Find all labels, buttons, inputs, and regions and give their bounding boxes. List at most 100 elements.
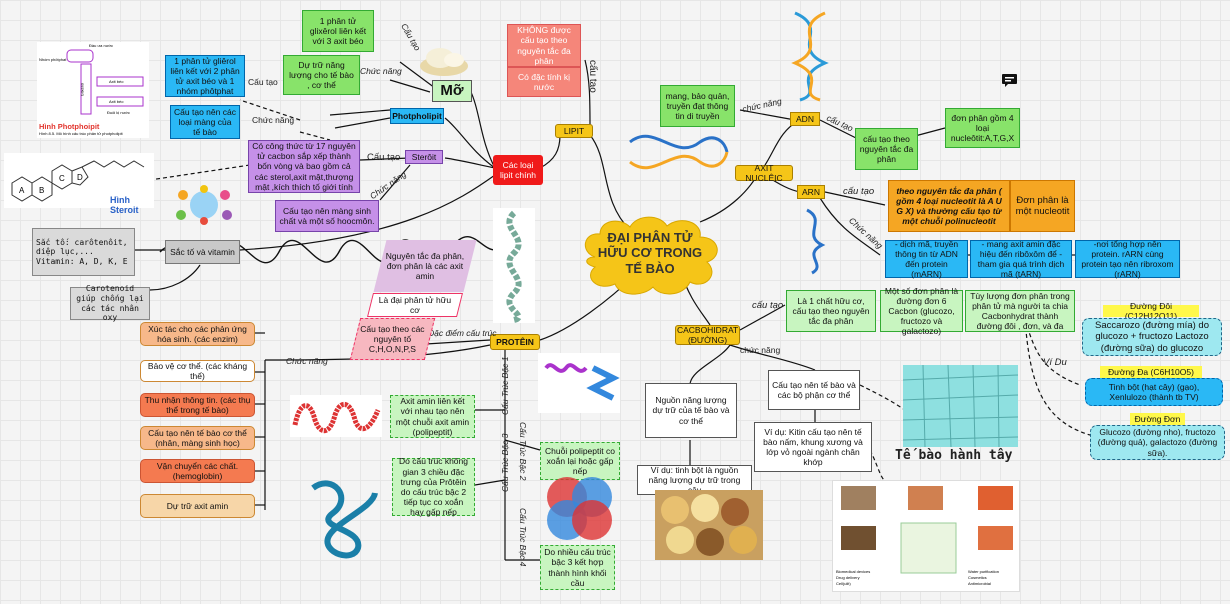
phl-lbl-5: Glixêrol	[79, 82, 85, 97]
protein-chuc-nang-lbl: Chức năng	[286, 356, 328, 366]
bac-2-image	[538, 353, 620, 413]
chitin-lbl-2: Cell(ulit)	[836, 581, 851, 586]
ring-b: B	[39, 186, 45, 195]
center-title: ĐẠI PHÂN TỬ HỮU CƠ TRONG TẾ BÀO	[597, 229, 703, 276]
chitin-lbl-0: Biomedical devices	[836, 569, 871, 574]
duong-don-title: Đường Đơn	[1130, 413, 1185, 425]
steroit-cau-tao-lbl: Cấu tạo	[367, 152, 401, 163]
sac-to-detail: Sắc tố: carôtenôit, diệp lục,... Vitamin…	[32, 228, 135, 276]
adn-don-phan: đơn phân gồm 4 loại nucleôtit:A,T,G,X	[945, 108, 1020, 148]
bac-3-box: Do cấu trúc không gian 3 chiều đặc trưng…	[392, 456, 475, 517]
photpholipit-cau-tao: 1 phân tử gliêrol liên kết với 2 phân tử…	[165, 55, 245, 97]
carotenoid-box: Carotenoid giúp chống lại các tác nhân o…	[70, 284, 150, 322]
protein-dac-diem-3: Cấu tạo theo các nguyên tố C,H,O,N,P,S	[349, 318, 436, 360]
photpholipit-chuc-nang-lbl: Chức năng	[252, 115, 295, 125]
ring-a: A	[19, 186, 25, 195]
protein-cn-5: Dự trữ axit amin	[140, 494, 255, 518]
steroit-cau-tao: Có công thức từ 17 nguyên tử cacbon sắp …	[248, 140, 360, 193]
vitamin-image	[173, 185, 235, 225]
comment-icon[interactable]	[1001, 73, 1018, 88]
chitin-image: Biomedical devices Drug delivery Cell(ul…	[832, 480, 1020, 592]
arn-image	[797, 205, 832, 275]
protein-cn-4: Vận chuyển các chất. (hemoglobin)	[140, 459, 255, 483]
arn-cn-2: -nơi tổng hợp nên protein. rARN cùng pro…	[1075, 239, 1180, 279]
lipit-node: LIPIT	[555, 124, 593, 138]
chitin-lbl-4: Cosmetics	[968, 575, 987, 580]
lipit-cac-loai: Các loại lipit chính	[493, 155, 543, 185]
adn-chuc-nang: mang, bảo quản, truyền đạt thông tin di …	[660, 85, 735, 127]
photpholipit-img-caption: Hình 8.5. Mô hình cấu trúc phân tử photp…	[39, 131, 123, 136]
onion-cell-label: Tế bào hành tây	[895, 448, 1013, 463]
dna-image	[625, 122, 730, 192]
protein-dac-diem-3-text: Cấu tạo theo các nguyên tố C,H,O,N,P,S	[360, 323, 425, 355]
bac-3-image	[303, 468, 385, 563]
photpholipit-cau-tao-lbl: Cấu tạo	[248, 77, 278, 87]
arn-cn-0: - dịch mã, truyền thông tin từ ADN đến p…	[885, 239, 968, 279]
cacbohidrat-node: CACBOHIDRAT (ĐƯỜNG)	[675, 324, 740, 345]
photpholipit-node: Photpholipit	[390, 108, 444, 124]
mo-chuc-nang-lbl: Chức năng	[360, 66, 402, 76]
grain-image	[655, 490, 763, 560]
cacbo-cau-tao-lbl: cấu tạo	[752, 300, 784, 311]
steroit-node: Sterôit	[405, 150, 443, 164]
bac-1-image	[290, 395, 382, 437]
protein-cn-1: Bảo vệ cơ thể. (các kháng thể)	[140, 360, 255, 382]
mo-chuc-nang: Dự trữ năng lượng cho tế bào , cơ thể	[283, 55, 360, 95]
phl-lbl-0: Đầu ưa nước	[89, 43, 113, 48]
steroit-chuc-nang: Cấu tạo nên màng sinh chất và một số hoo…	[275, 200, 379, 232]
phl-lbl-3: Axit béo	[109, 99, 124, 104]
bac-1-box: Axit amin liên kết với nhau tạo nên một …	[390, 395, 475, 438]
photpholipit-img-title: Hình Photphoipit	[39, 122, 100, 131]
mo-image	[418, 38, 470, 78]
cacbo-vi-du-lbl: Ví Du	[1043, 357, 1067, 368]
phl-lbl-4: Đuôi kị nước	[107, 110, 130, 115]
phl-lbl-1: Nhóm phôtphat	[39, 57, 67, 62]
bac-4-lbl: Cấu Trúc Bậc 4	[518, 508, 528, 567]
duong-da-title: Đường Đa (C6H10O5)	[1100, 366, 1202, 378]
bac-4-image	[542, 472, 617, 542]
chitin-lbl-1: Drug delivery	[836, 575, 860, 580]
photpholipit-image: Đầu ưa nước Nhóm phôtphat Axit béo Axit …	[37, 42, 149, 138]
chitin-lbl-3: Water purification	[968, 569, 999, 574]
lipit-ky-nuoc: Có đặc tính kị nước	[507, 67, 581, 97]
sac-to-node: Sắc tố và vitamin	[165, 240, 240, 264]
bac-4-box: Do nhiều cấu trúc bậc 3 kết hợp thành hì…	[540, 545, 615, 590]
cacbo-cn-1: Cấu tạo nên tế bào và các bộ phận cơ thể	[768, 370, 860, 410]
bac-3-lbl: Cấu Trúc Bậc 3	[500, 433, 510, 492]
protein-node: PROTÊIN	[490, 334, 540, 350]
cacbo-cau-tao-1: Một số đơn phân là đường đơn 6 Cacbon (g…	[880, 286, 963, 336]
duong-doi-title: Đường Đôi (C12H12O11)	[1103, 301, 1199, 321]
lipit-cau-tao-label: cấu tạo	[587, 60, 598, 93]
arn-node: ARN	[797, 185, 825, 199]
protein-cn-2: Thu nhận thông tin. (các thụ thể trong t…	[140, 393, 255, 417]
bac-1-lbl: Cấu Trúc Bậc 1	[500, 356, 510, 415]
ring-d: D	[77, 173, 83, 182]
cacbo-cau-tao-0: Là 1 chất hữu cơ, cấu tạo theo nguyên tắ…	[786, 290, 876, 332]
bac-2-lbl: Cấu Trúc Bậc 2	[518, 422, 528, 481]
bac-2-box: Chuỗi polipeptit co xoắn lại hoặc gấp nế…	[540, 442, 620, 480]
arn-cau-tao: theo nguyên tắc đa phân ( gồm 4 loại nuc…	[888, 180, 1010, 232]
adn-node: ADN	[790, 112, 820, 126]
protein-dac-diem-2: Là đại phân tử hữu cơ	[367, 293, 463, 317]
protein-dac-diem-2-text: Là đại phân tử hữu cơ	[378, 294, 452, 315]
cacbo-chuc-nang-lbl: chức năng	[740, 345, 781, 355]
arn-cau-tao-lbl: cấu tạo	[843, 186, 875, 197]
arn-cn-1: - mang axit amin đặc hiệu đến ribôxôm để…	[970, 239, 1072, 279]
adn-image	[780, 8, 838, 103]
cacbo-cn-0: Nguồn năng lượng dự trữ của tế bào và cơ…	[645, 383, 737, 438]
lipit-khong-da-phan: KHÔNG được cấu tạo theo nguyên tắc đa ph…	[507, 24, 581, 67]
protein-cn-0: Xúc tác cho các phản ứng hóa sinh. (các …	[140, 322, 255, 346]
ring-c: C	[59, 174, 65, 183]
mo-cau-tao: 1 phân tử glixêrol liên kết với 3 axit b…	[302, 10, 374, 52]
cacbo-cn-1-vidu: Ví dụ: Kitin cấu tạo nên tế bào nấm, khu…	[754, 422, 872, 472]
protein-cn-3: Cấu tạo nên tế bào cơ thể (nhân, màng si…	[140, 426, 255, 450]
protein-dac-diem-1: Nguyên tắc đa phân, đơn phân là các axit…	[373, 240, 477, 292]
onion-cell-image	[902, 364, 1019, 448]
chitin-lbl-5: Antimicrobial	[968, 581, 991, 586]
phl-lbl-2: Axit béo	[109, 79, 124, 84]
protein-chain-image	[493, 208, 535, 323]
duong-doi-box: Saccarozo (đường mía) do glucozo + fruct…	[1082, 318, 1222, 356]
mo-node: Mỡ	[432, 80, 472, 102]
steroit-img-title: Hình Steroit	[110, 195, 139, 215]
